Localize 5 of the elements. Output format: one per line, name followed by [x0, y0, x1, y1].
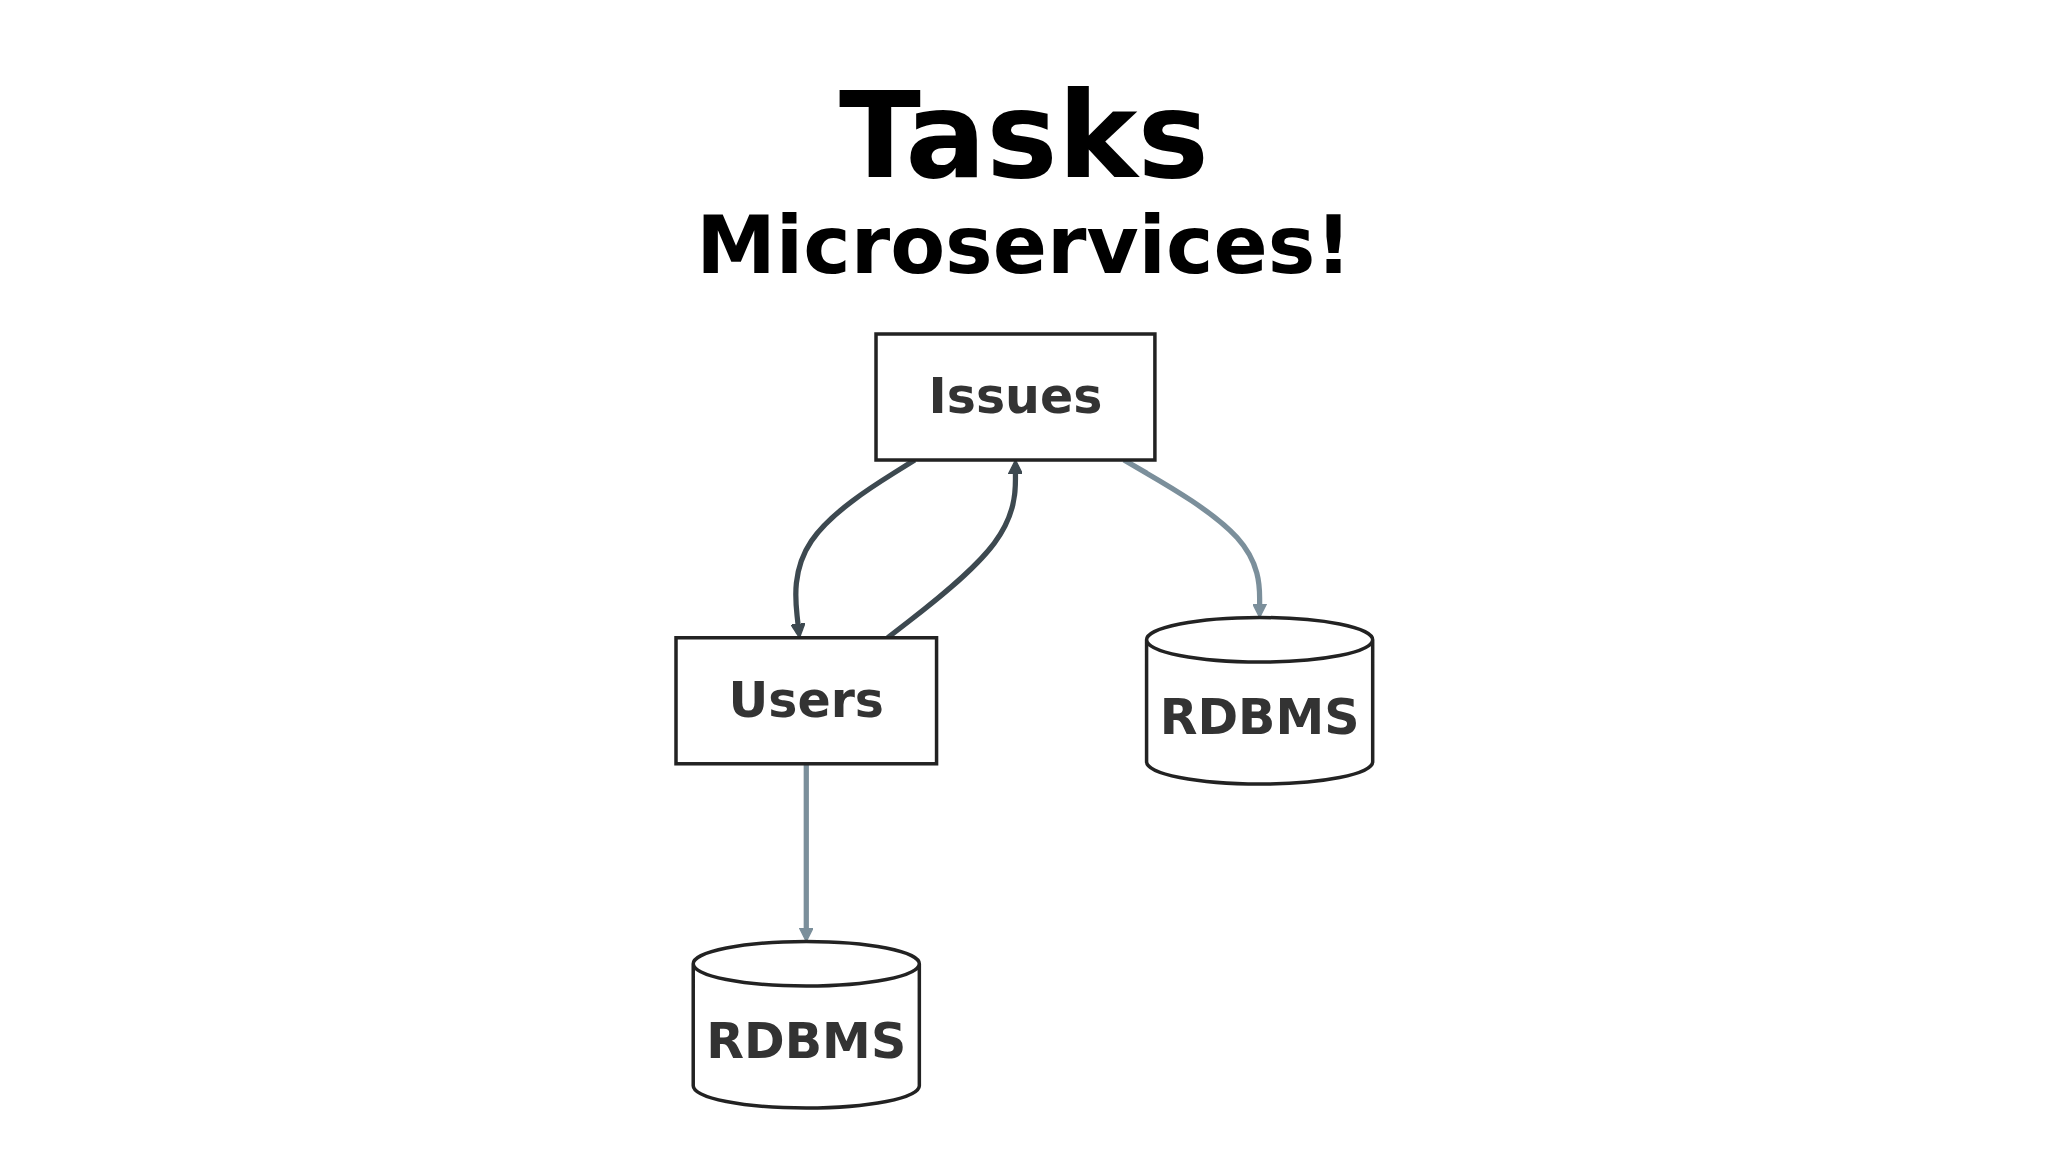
arrow [798, 763, 814, 943]
subtitle: Microservices! [696, 202, 1352, 290]
node-box: Users [673, 636, 938, 766]
title: Tasks [839, 70, 1209, 202]
node-box: Issues [873, 332, 1157, 462]
